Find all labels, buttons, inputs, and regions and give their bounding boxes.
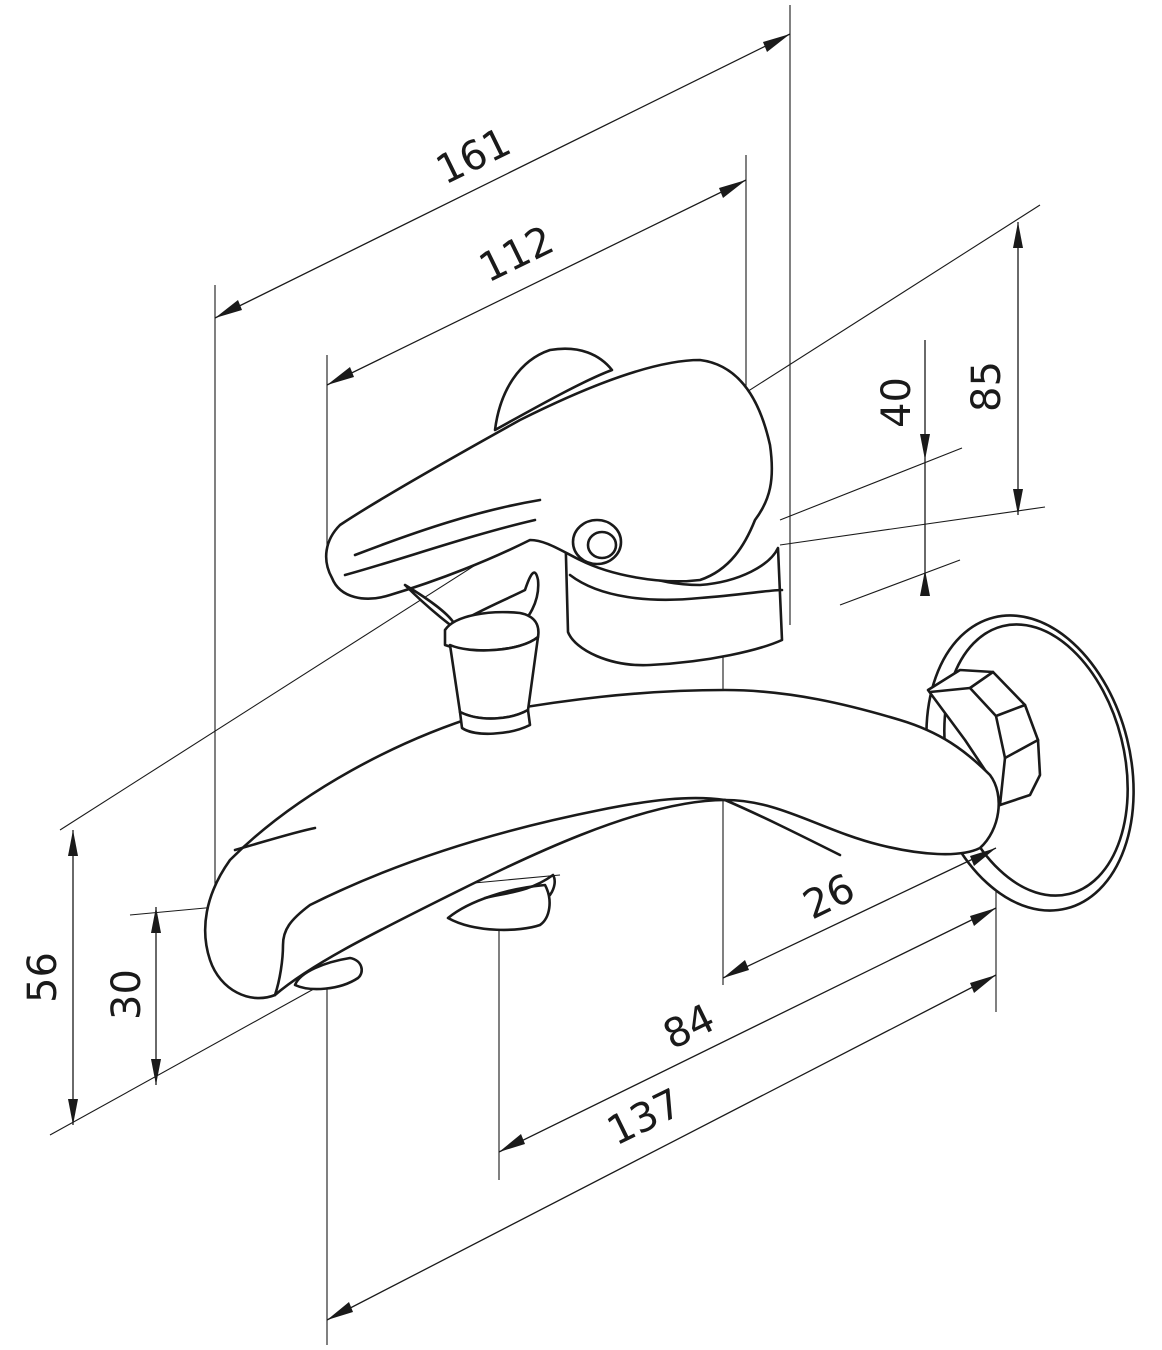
- label-wall-to-body: 26: [796, 865, 862, 929]
- label-overall-length: 161: [429, 119, 518, 194]
- label-wall-to-diverter: 84: [656, 995, 722, 1059]
- label-lever-height: 40: [874, 377, 920, 428]
- label-body-length: 112: [472, 217, 561, 292]
- label-total-height: 85: [964, 361, 1010, 412]
- dimension-outlet-height: [151, 907, 161, 1085]
- pivot-pin: [571, 518, 623, 566]
- spout-body: [203, 688, 1001, 1000]
- dimension-lines: [68, 33, 1023, 1321]
- extension-lines: [49, 5, 1046, 1345]
- dimension-wall-to-spout: [326, 974, 997, 1321]
- label-spout-height: 56: [20, 952, 66, 1003]
- dimension-spout-height: [68, 830, 78, 1125]
- label-outlet-height: 30: [104, 969, 150, 1020]
- faucet: [203, 347, 1135, 1000]
- lever-back-plate: [493, 347, 614, 432]
- dimension-lever-height: [920, 340, 930, 596]
- label-wall-to-spout: 137: [600, 1080, 689, 1155]
- hex-nut: [926, 668, 1042, 807]
- dimension-wall-to-body: [722, 847, 997, 979]
- dimension-body-length: [326, 179, 747, 386]
- diverter-base: [446, 883, 551, 932]
- outlet-aerator: [293, 956, 364, 991]
- dimension-wall-to-diverter: [498, 907, 997, 1153]
- dimension-total-height: [1013, 222, 1023, 515]
- lever-handle: [324, 358, 774, 600]
- diverter-knob: [443, 610, 540, 736]
- dimension-overall-length: [214, 33, 791, 319]
